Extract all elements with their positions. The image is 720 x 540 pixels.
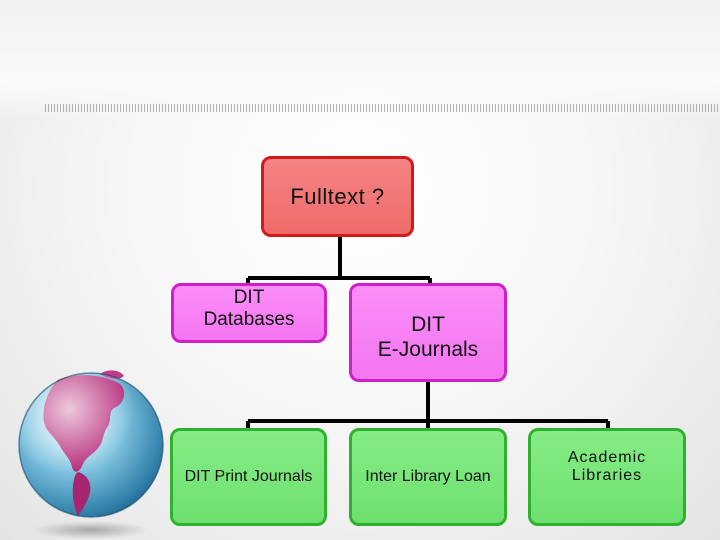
node-dit-databases: DIT Databases (171, 283, 327, 343)
globe-icon (18, 370, 164, 539)
node-dit-print-journals: DIT Print Journals (170, 428, 327, 526)
node-root: Fulltext ? (261, 156, 414, 237)
node-dit-ejournals-label: DIT E-Journals (377, 313, 479, 361)
node-inter-library-loan: Inter Library Loan (349, 428, 507, 526)
node-dit-print-journals-label: DIT Print Journals (184, 467, 313, 485)
node-inter-library-loan-label: Inter Library Loan (365, 467, 491, 485)
dotted-divider (45, 104, 720, 112)
header-shade (0, 0, 720, 120)
node-dit-ejournals: DIT E-Journals (349, 283, 507, 382)
node-dit-databases-label: DIT Databases (203, 287, 295, 330)
node-root-label: Fulltext ? (290, 183, 385, 209)
node-academic-libraries-label: Academic Libraries (567, 448, 647, 484)
node-academic-libraries: Academic Libraries (528, 428, 686, 526)
